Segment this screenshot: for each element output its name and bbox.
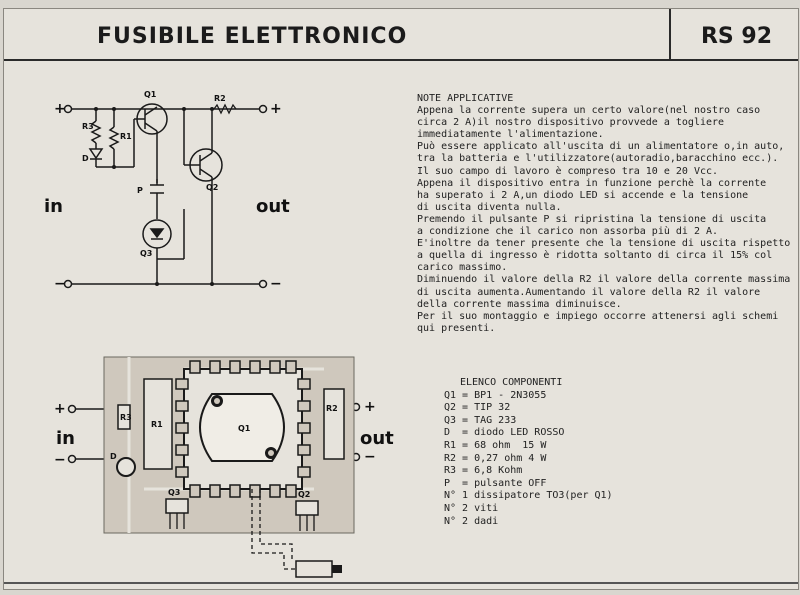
schematic-in-label: in bbox=[44, 196, 63, 217]
notes-line: qui presenti. bbox=[417, 322, 496, 334]
notes-line: Appena il dispositivo entra in funzione … bbox=[417, 177, 767, 189]
schematic-q3-label: Q3 bbox=[140, 249, 152, 258]
pcb-d-label: D bbox=[110, 452, 117, 461]
page-title: FUSIBILE ELETTRONICO bbox=[97, 24, 408, 49]
notes-line: di uscita diventa nulla. bbox=[417, 201, 562, 213]
pcb-q1-label: Q1 bbox=[238, 424, 251, 433]
notes-line: E'inoltre da tener presente che la tensi… bbox=[417, 238, 791, 250]
schematic-r2-label: R2 bbox=[214, 94, 226, 103]
notes-line: Per il suo montaggio e impiego occorre a… bbox=[417, 310, 779, 322]
notes-line: Può essere applicato all'uscita di un al… bbox=[417, 141, 785, 153]
component-item: N° 2 dadi bbox=[444, 515, 499, 527]
circuit-schematic: + − + − in out Q1 Q2 Q3 R3 R1 R2 D P bbox=[44, 90, 290, 292]
pcb-plus-out: + bbox=[364, 399, 376, 415]
schematic-r3-label: R3 bbox=[82, 122, 94, 131]
bottom-rule bbox=[4, 582, 798, 584]
schematic-q2-label: Q2 bbox=[206, 183, 218, 192]
notes-line: di uscita aumenta.Aumentando il valore d… bbox=[417, 286, 761, 298]
notes-line: Premendo il pulsante P si ripristina la … bbox=[417, 213, 767, 225]
component-item: N° 1 dissipatore TO3(per Q1) bbox=[444, 490, 613, 502]
notes-line: a condizione che il carico non assorba p… bbox=[417, 226, 719, 238]
component-item: Q3 = TAG 233 bbox=[444, 414, 517, 426]
schematic-p-label: P bbox=[137, 186, 143, 195]
schematic-minus-in: − bbox=[54, 276, 66, 292]
schematic-out-label: out bbox=[256, 196, 290, 217]
pcb-layout: + − + − in out Q1 Q2 Q3 R1 R2 R3 D bbox=[54, 356, 394, 578]
pcb-minus-in: − bbox=[54, 452, 66, 468]
schematic-r1-label: R1 bbox=[120, 132, 132, 141]
notes-line: NOTE APPLICATIVE bbox=[417, 93, 514, 104]
document-code: RS 92 bbox=[700, 24, 772, 49]
component-item: P = pulsante OFF bbox=[444, 477, 547, 489]
schematic-d-label: D bbox=[82, 154, 89, 163]
notes-line: Diminuendo il valore della R2 il valore … bbox=[417, 274, 791, 286]
notes-line: immediatamente l'alimentazione. bbox=[417, 129, 604, 141]
schematic-q1-label: Q1 bbox=[144, 90, 157, 99]
header-bar: FUSIBILE ELETTRONICO RS 92 bbox=[4, 9, 798, 61]
pcb-out-label: out bbox=[360, 428, 394, 449]
notes-line: della corrente massima diminuisce. bbox=[417, 298, 622, 310]
component-list-title: ELENCO COMPONENTI bbox=[460, 377, 563, 388]
pcb-q2-label: Q2 bbox=[298, 490, 310, 499]
schematic-minus-out: − bbox=[270, 276, 282, 292]
pcb-r3-label: R3 bbox=[120, 413, 132, 422]
component-item: N° 2 viti bbox=[444, 502, 499, 514]
document-sheet: FUSIBILE ELETTRONICO RS 92 bbox=[3, 8, 799, 590]
pcb-r1-label: R1 bbox=[151, 420, 163, 429]
application-notes: NOTE APPLICATIVE Appena la corrente supe… bbox=[417, 93, 792, 335]
pcb-r2-label: R2 bbox=[326, 404, 338, 413]
pcb-minus-out: − bbox=[364, 449, 376, 465]
component-item: Q2 = TIP 32 bbox=[444, 402, 511, 414]
pcb-in-label: in bbox=[56, 428, 75, 449]
notes-line: circa 2 A)il nostro dispositivo provvede… bbox=[417, 117, 725, 129]
schematic-plus-in: + bbox=[54, 101, 66, 117]
component-item: Q1 = BP1 - 2N3055 bbox=[444, 389, 547, 401]
notes-line: tra la batteria e l'utilizzatore(autorad… bbox=[417, 153, 779, 165]
component-item: R1 = 68 ohm 15 W bbox=[444, 439, 547, 451]
component-item: R2 = 0,27 ohm 4 W bbox=[444, 452, 547, 464]
schematic-plus-out: + bbox=[270, 101, 282, 117]
pcb-q3-label: Q3 bbox=[168, 488, 180, 497]
header-divider bbox=[669, 9, 671, 59]
component-list: ELENCO COMPONENTI Q1 = BP1 - 2N3055 Q2 =… bbox=[444, 377, 613, 528]
component-item: R3 = 6,8 Kohm bbox=[444, 465, 523, 477]
notes-line: carico massimo. bbox=[417, 262, 508, 274]
pcb-plus-in: + bbox=[54, 401, 66, 417]
notes-line: ha superato i 2 A,un diodo LED si accend… bbox=[417, 189, 749, 201]
component-item: D = diodo LED ROSSO bbox=[444, 427, 565, 439]
notes-line: a quella di ingresso è ridotta soltanto … bbox=[417, 250, 773, 262]
notes-line: Appena la corrente supera un certo valor… bbox=[417, 105, 761, 117]
notes-line: Il suo campo di lavoro è compreso tra 10… bbox=[417, 165, 719, 177]
